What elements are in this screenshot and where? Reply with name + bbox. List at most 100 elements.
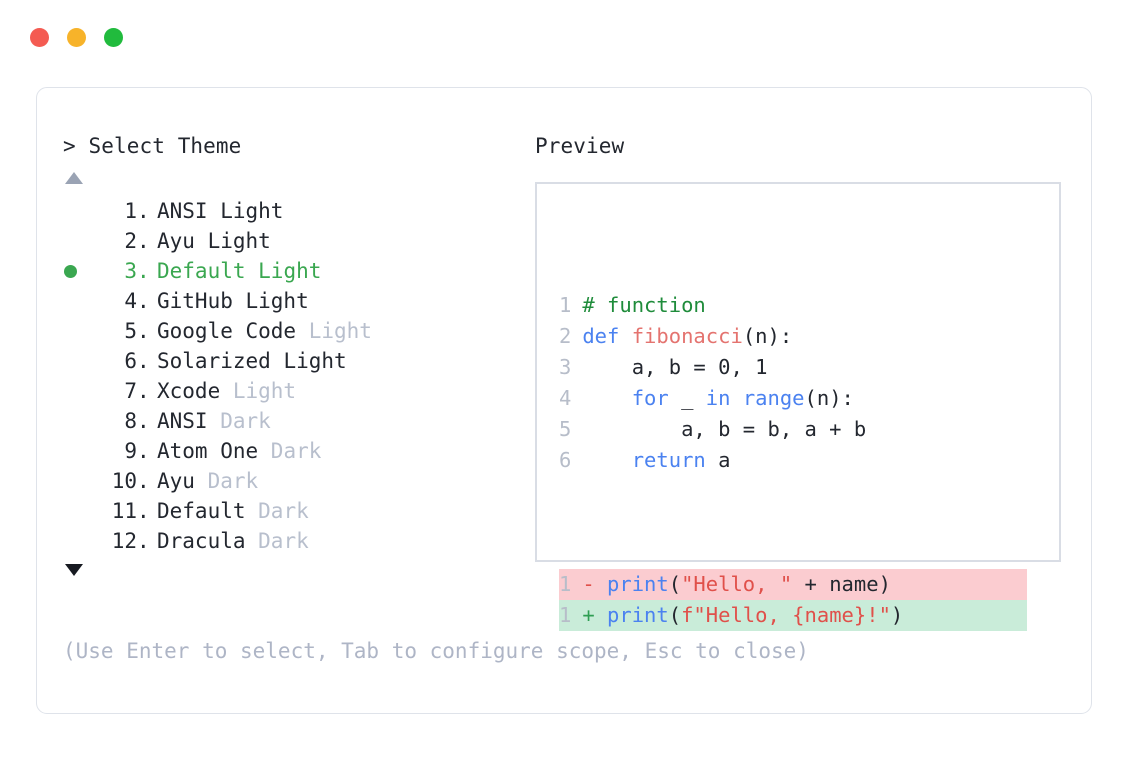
code-line-number: 4	[559, 386, 572, 410]
code-line: 6 return a	[559, 445, 1059, 476]
code-token: _	[668, 386, 706, 410]
theme-item-name: Dracula	[157, 529, 246, 553]
theme-item-number: 11	[111, 499, 137, 523]
selected-indicator-cell	[63, 196, 93, 226]
theme-list-item[interactable]: 5. Google Code Light	[63, 316, 523, 346]
code-line-number: 6	[559, 448, 572, 472]
selected-indicator-cell	[63, 406, 93, 436]
scroll-up-icon[interactable]	[65, 172, 83, 184]
theme-item-separator: .	[137, 409, 163, 433]
theme-list-item[interactable]: 2. Ayu Light	[63, 226, 523, 256]
theme-item-number: 8	[124, 409, 137, 433]
selected-indicator-cell	[63, 436, 93, 466]
theme-item-number: 12	[111, 529, 137, 553]
theme-list-item[interactable]: 8. ANSI Dark	[63, 406, 523, 436]
diff-sign: +	[582, 603, 595, 627]
code-line: 3 a, b = 0, 1	[559, 352, 1059, 383]
theme-item-name: Default	[157, 259, 246, 283]
theme-list-item[interactable]: 11. Default Dark	[63, 496, 523, 526]
theme-item-variant: Light	[245, 259, 322, 283]
theme-item-name: Atom One	[157, 439, 259, 463]
code-token: fibonacci	[631, 324, 743, 348]
select-theme-prompt: > Select Theme	[63, 134, 242, 158]
code-token: range	[742, 386, 805, 410]
code-line-number: 2	[559, 324, 572, 348]
window-titlebar	[30, 28, 123, 47]
theme-list-item[interactable]: 9. Atom One Dark	[63, 436, 523, 466]
theme-item-name: Default	[157, 499, 246, 523]
theme-item-variant: Dark	[258, 439, 322, 463]
theme-item-name: ANSI	[157, 199, 208, 223]
selected-indicator-cell	[63, 496, 93, 526]
minimize-button[interactable]	[67, 28, 86, 47]
code-token: (	[668, 572, 682, 596]
theme-item-variant: Light	[207, 199, 284, 223]
code-line: 4 for _ in range(n):	[559, 383, 1059, 414]
theme-item-name: Ayu	[157, 229, 195, 253]
theme-list-item[interactable]: 4. GitHub Light	[63, 286, 523, 316]
theme-item-number: 2	[124, 229, 137, 253]
theme-list-item[interactable]: 7. Xcode Light	[63, 376, 523, 406]
diff-line: 1 + print(f"Hello, {name}!")	[559, 600, 1027, 631]
theme-item-variant: Light	[296, 319, 372, 343]
code-token: (	[668, 603, 682, 627]
diff-line-number: 1	[559, 603, 572, 627]
code-line-number: 3	[559, 355, 572, 379]
theme-list-item[interactable]: 10. Ayu Dark	[63, 466, 523, 496]
theme-list-item[interactable]: 1. ANSI Light	[63, 196, 523, 226]
diff-sign: -	[582, 572, 595, 596]
selected-indicator-cell	[63, 526, 93, 556]
theme-item-name: GitHub	[157, 289, 233, 313]
theme-item-number: 1	[124, 199, 137, 223]
code-token: + name)	[792, 572, 891, 596]
code-token: return	[631, 448, 706, 472]
theme-item-separator: .	[137, 349, 163, 373]
theme-item-separator: .	[137, 289, 163, 313]
theme-item-name: Ayu	[157, 469, 195, 493]
code-token	[582, 448, 631, 472]
close-button[interactable]	[30, 28, 49, 47]
diff-line-number: 1	[559, 572, 572, 596]
code-token: print	[607, 603, 669, 627]
selected-indicator-cell	[63, 376, 93, 406]
code-line: 5 a, b = b, a + b	[559, 414, 1059, 445]
code-line-number: 5	[559, 417, 572, 441]
theme-item-name: ANSI	[157, 409, 208, 433]
code-token: (n):	[804, 386, 854, 410]
code-line-number: 1	[559, 293, 572, 317]
theme-list-item[interactable]: 3. Default Light	[63, 256, 523, 286]
code-token: "Hello, "	[681, 572, 793, 596]
selected-indicator-cell	[63, 286, 93, 316]
code-token	[582, 386, 631, 410]
code-token: for	[631, 386, 669, 410]
scroll-down-icon[interactable]	[65, 564, 83, 576]
theme-item-name: Solarized	[157, 349, 271, 373]
code-token	[730, 386, 742, 410]
theme-item-separator: .	[137, 199, 163, 223]
diff-line: 1 - print("Hello, " + name)	[559, 569, 1027, 600]
selected-indicator-cell	[63, 256, 93, 286]
preview-title: Preview	[535, 134, 625, 158]
theme-item-separator: .	[137, 469, 163, 493]
theme-item-number: 6	[124, 349, 137, 373]
theme-item-separator: .	[137, 259, 163, 283]
keyboard-hint: (Use Enter to select, Tab to configure s…	[63, 639, 809, 663]
code-token: a, b = b, a + b	[582, 417, 867, 441]
theme-item-name: Xcode	[157, 379, 221, 403]
theme-item-separator: .	[137, 439, 163, 463]
theme-list-item[interactable]: 12. Dracula Dark	[63, 526, 523, 556]
maximize-button[interactable]	[104, 28, 123, 47]
theme-item-variant: Light	[232, 289, 309, 313]
theme-item-variant: Dark	[207, 409, 271, 433]
theme-list-item[interactable]: 6. Solarized Light	[63, 346, 523, 376]
theme-item-number: 9	[124, 439, 137, 463]
theme-item-variant: Light	[194, 229, 271, 253]
